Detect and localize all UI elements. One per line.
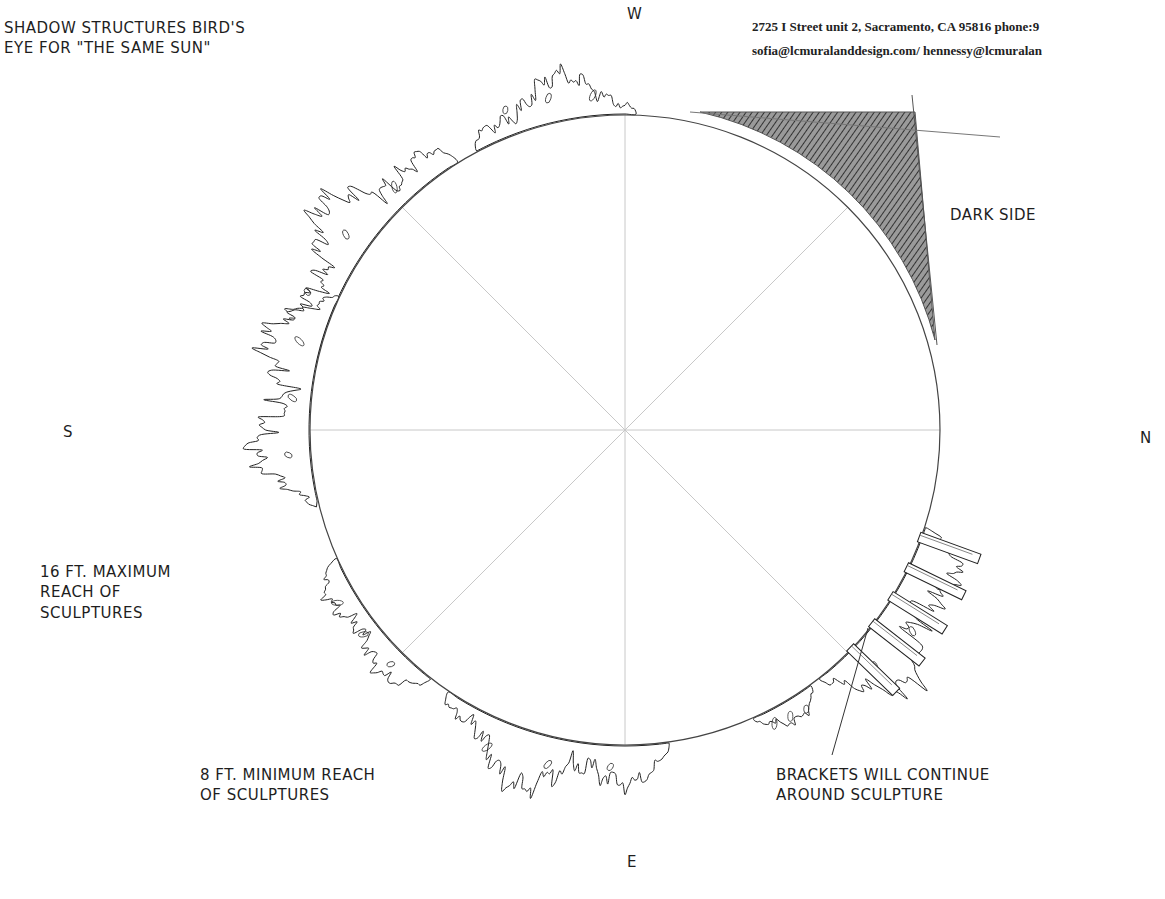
sculpture-hole <box>303 287 312 296</box>
sculpture-hole <box>588 89 598 102</box>
sculpture-outline <box>243 296 339 507</box>
bracket <box>869 619 926 666</box>
sculpture-hole <box>481 742 494 753</box>
bracket-detail <box>907 565 957 590</box>
sculpture-hole <box>502 106 508 115</box>
sculpture-outline <box>753 686 813 726</box>
dimension-note: 16 FT. MAXIMUM REACH OF SCULPTURES <box>40 562 200 623</box>
sculpture-hole <box>358 631 369 637</box>
address-line: 2725 I Street unit 2, Sacramento, CA 958… <box>752 18 1039 36</box>
sculpture-ring <box>310 115 940 745</box>
compass-letter: E <box>627 852 637 872</box>
bracket-detail <box>891 594 938 624</box>
bracket <box>904 563 966 600</box>
compass-letter: N <box>1140 428 1152 448</box>
bracket <box>917 532 981 563</box>
sculpture-outline <box>820 528 965 699</box>
sculpture-hole <box>386 661 395 668</box>
dark-side-shading <box>700 112 935 340</box>
dark-side-line <box>690 112 1000 137</box>
bracket-detail <box>920 535 973 554</box>
brackets <box>847 532 981 695</box>
sculpture-hole <box>341 229 350 240</box>
callout-note: BRACKETS WILL CONTINUE AROUND SCULPTURE <box>776 765 1036 806</box>
sculpture-hole <box>543 759 553 770</box>
sculpture-outlines <box>243 64 964 799</box>
sculpture-outline <box>475 64 636 151</box>
sculpture-hole <box>293 335 305 347</box>
sculpture-hole <box>287 393 298 403</box>
bracket <box>847 644 900 696</box>
sculpture-hole <box>606 762 615 771</box>
leader-line <box>832 628 868 755</box>
sculpture-hole <box>788 711 793 721</box>
sculpture-hole <box>804 705 809 713</box>
drawing-title: SHADOW STRUCTURES BIRD'S EYE FOR "THE SA… <box>4 18 254 59</box>
bracket-detail <box>873 621 917 655</box>
dimension-note: 8 FT. MINIMUM REACH OF SCULPTURES <box>200 765 385 806</box>
bracket <box>888 592 948 634</box>
note-label: DARK SIDE <box>950 205 1036 225</box>
sculpture-hole <box>908 626 917 637</box>
sculpture-hole <box>545 93 553 104</box>
sculpture-hole <box>284 451 293 459</box>
guide-lines <box>310 115 940 745</box>
sculpture-hole <box>391 181 399 194</box>
compass-letter: S <box>63 422 73 442</box>
sculpture-hole <box>772 717 778 729</box>
compass-letter: W <box>627 4 642 24</box>
sculpture-hole <box>331 600 343 605</box>
contact-line: sofia@lcmuralanddesign.com/ hennessy@lcm… <box>752 42 1042 60</box>
